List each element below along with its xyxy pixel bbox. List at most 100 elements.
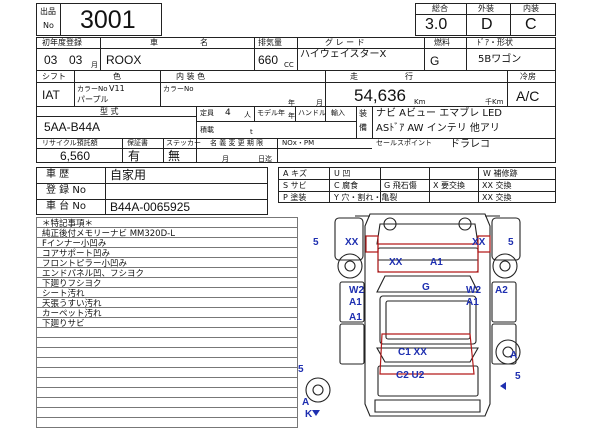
thousand-km-unit: 千Km [485,98,504,106]
legend-w: W 補修跡 [483,169,518,178]
grade-divider-h [415,14,556,15]
mark-a1-left: A1 [349,297,362,308]
label-shift: シフト [42,72,66,81]
cc-unit: CC [284,61,294,69]
interior-color-no-label: カラーNo [163,85,194,93]
label-capacity: 定員 [200,109,214,117]
warranty-value: 有 [128,149,141,163]
first-reg-year: 03 [44,53,58,67]
notes-ruled-line [36,387,297,388]
notes-ruled-line [36,327,297,328]
grade-label-interior: 内装 [523,4,539,13]
label-import: 輸入 [331,109,345,117]
model-year-unit: 年 [288,112,295,120]
notes-ruled-line [36,257,297,258]
grade-name: ハイウェイスターX [300,49,387,60]
mark-a-left-bottom: A [302,397,310,408]
mark-a1-left2: A1 [349,312,362,323]
legend-xx-2: XX 交換 [482,193,512,202]
label-model-year: モデル年 [257,109,285,117]
chassis-number: B44A-0065925 [110,200,191,214]
lot-label-bottom: No [43,21,54,30]
notes-ruled-line [36,237,297,238]
note-line-1: 純正後付メモリーナビ MM320D-L [42,229,175,239]
model-name: ROOX [106,53,142,67]
notes-ruled-line [36,277,297,278]
lot-label-top: 出品 [40,7,56,16]
notes-ruled-line [36,317,297,318]
note-line-7: シート汚れ [42,289,85,299]
legend-xx: XX 交換 [482,181,512,190]
mark-a1-hood: A1 [430,257,443,268]
label-car: 車 [150,38,158,47]
color-no: V11 [109,84,125,93]
notes-ruled-line [36,307,297,308]
displacement: 660 [258,53,279,67]
notes-ruled-line [36,337,297,338]
fuel-type: G [430,54,440,68]
mark-w2-left: W2 [349,285,364,296]
grade-box [415,3,556,36]
label-displacement: 排気量 [258,38,282,47]
mark-a1-right: A1 [466,297,479,308]
color-no-label: カラーNo [77,85,108,93]
note-line-5: エンドパネル凹、フシヨク [42,269,145,279]
label-equipment-top: 装 [359,109,367,118]
label-fuel: 燃料 [434,38,450,47]
first-reg-month: 03 [69,53,83,67]
mark-xx-left-top: XX [345,237,359,248]
mark-g-center: G [422,282,430,293]
notes-ruled-line [36,427,297,428]
grade-label-exterior: 外装 [478,4,494,13]
legend-y: Y 穴・割れ・亀裂 [334,193,398,202]
grade-interior: C [525,16,537,33]
mark-a2-right: A2 [495,285,508,296]
body-type: 5Bワゴン [478,54,522,65]
first-reg-month-unit: 月 [91,61,98,69]
lot-number-box [36,3,162,36]
mileage: 54,636 [354,86,406,105]
capacity-unit: 人 [244,111,251,119]
label-handle: ハンドル [298,109,326,117]
note-line-9: カーペット汚れ [42,309,102,319]
legend-x: X 要交換 [433,181,466,190]
note-line-8: 天張うすい汚れ [42,299,102,309]
mark-w2-right: W2 [466,285,481,296]
info-grid [36,37,556,163]
legend-g: G 飛石傷 [384,181,417,190]
sticker-value: 無 [168,149,181,163]
km-unit: Km [414,98,426,106]
grade-exterior: D [481,16,493,33]
notes-ruled-line [36,227,297,228]
mark-xx-right-top: XX [472,237,486,248]
load-unit: t [250,128,253,136]
label-mileage-1: 走 [350,72,358,81]
exterior-color: パープル [77,95,109,104]
label-load: 積載 [200,126,214,134]
mark-xx-hood: XX [389,257,403,268]
label-first-reg: 初年度登録 [42,38,82,47]
ac-type: A/C [516,88,540,104]
car-history: 自家用 [110,168,147,182]
label-ac: 冷房 [520,72,536,81]
shift-type: IAT [42,88,60,102]
equipment-line-2: ASﾄﾞｱ AW インテリ 他アリ [376,123,500,134]
notes-ruled-line [36,267,297,268]
label-sticker: ステッカー [166,139,201,147]
label-nox-pm: NOx・PM [282,139,315,147]
equipment-line-1: ナビ Aビュー エマブレ LED [376,108,502,119]
notes-ruled-line [36,287,297,288]
note-line-6: 下廻りフシヨク [42,279,102,289]
lot-label-divider [60,3,61,36]
legend-s: S サビ [283,181,307,190]
legend-a: A キズ [283,169,308,178]
legend-u: U 凹 [334,169,351,178]
mark-five-right-top: 5 [508,237,514,248]
month-unit-2: 月 [316,99,323,107]
label-chassis: 車 台 No [46,201,86,212]
deadline-day-unit: 日迄 [258,155,272,163]
mark-five-bottom: 5 [298,364,304,375]
legend-c: C 腐食 [334,181,359,190]
notes-ruled-line [36,247,297,248]
label-color: 色 [113,72,121,81]
